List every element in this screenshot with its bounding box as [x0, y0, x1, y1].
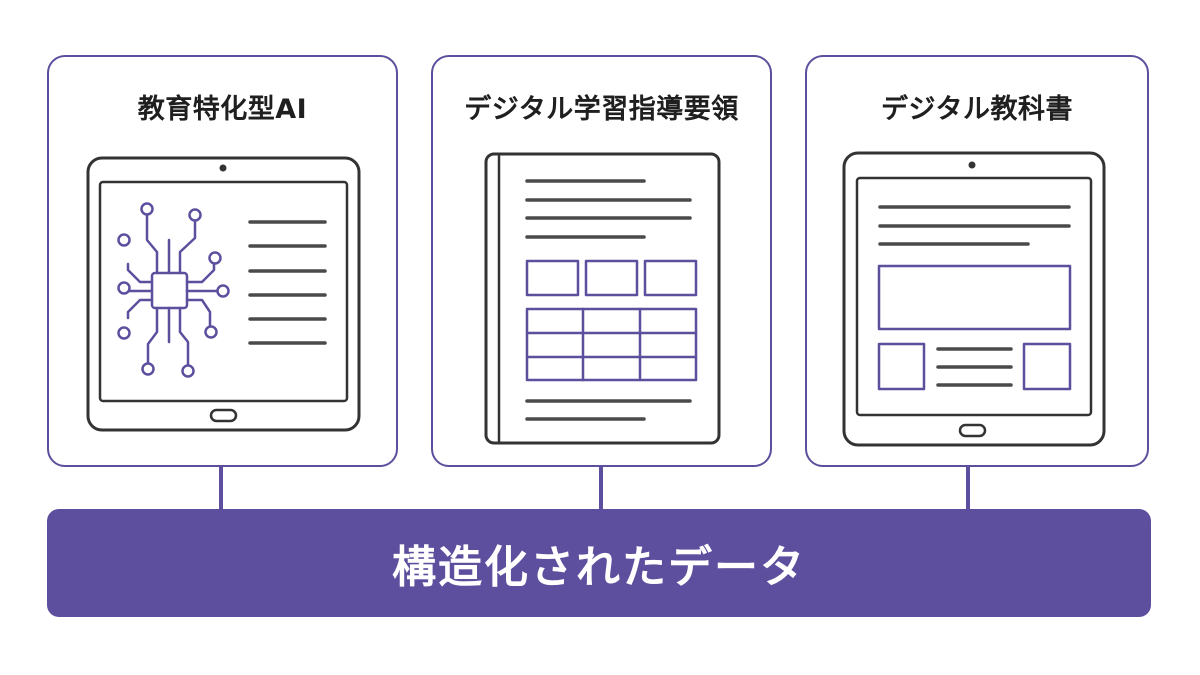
connector-line-guidelines: [599, 467, 603, 509]
card-education-ai: 教育特化型AI: [47, 55, 398, 467]
card-title-digital-textbook: デジタル教科書: [881, 94, 1073, 125]
document-book-icon: [484, 152, 721, 445]
card-title-digital-curriculum-guidelines: デジタル学習指導要領: [464, 94, 739, 125]
tablet-textbook-icon: [842, 151, 1106, 447]
structured-data-label: 構造化されたデータ: [392, 542, 806, 593]
card-digital-curriculum-guidelines: デジタル学習指導要領: [431, 55, 772, 467]
tablet-ai-circuit-icon: [86, 156, 361, 432]
card-title-education-ai: 教育特化型AI: [137, 94, 308, 125]
card-digital-textbook: デジタル教科書: [805, 55, 1149, 467]
structured-data-bar: 構造化されたデータ: [47, 509, 1151, 617]
connector-line-textbook: [966, 467, 970, 509]
connector-line-ai: [219, 467, 223, 509]
